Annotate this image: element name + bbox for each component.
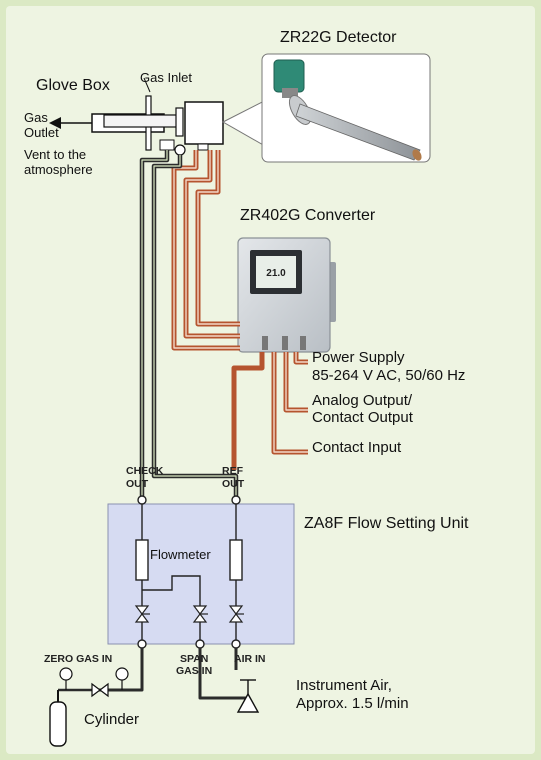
vent-label-1: Vent to the bbox=[24, 147, 86, 162]
gas-outlet-label-2: Outlet bbox=[24, 125, 59, 140]
zero-gas-port bbox=[137, 639, 147, 649]
detector-check-valve bbox=[174, 144, 186, 156]
instrument-air-label-1: Instrument Air, bbox=[296, 677, 392, 694]
cylinder-regulator bbox=[57, 667, 129, 702]
detector-flange bbox=[175, 107, 184, 137]
check-out-port bbox=[137, 495, 147, 505]
ref-out-port bbox=[231, 495, 241, 505]
span-gas-in-label-2: GAS IN bbox=[176, 665, 212, 677]
power-supply-label-1: Power Supply bbox=[312, 349, 405, 366]
detector-label: ZR22G Detector bbox=[280, 29, 397, 46]
gas-inlet-pointer bbox=[143, 77, 151, 93]
detector-terminal-box bbox=[184, 101, 224, 145]
regulator-valve bbox=[91, 682, 109, 698]
pressure-gauge-2 bbox=[115, 667, 129, 681]
air-in-port bbox=[231, 639, 241, 649]
converter-label: ZR402G Converter bbox=[240, 207, 376, 224]
needle-valves bbox=[134, 605, 244, 623]
detector-photo-callout bbox=[221, 53, 431, 163]
gas-cylinder bbox=[49, 701, 67, 747]
power-supply-label-2: 85-264 V AC, 50/60 Hz bbox=[312, 367, 465, 384]
cylinder-label: Cylinder bbox=[84, 711, 139, 728]
ref-out-label-2: OUT bbox=[222, 478, 245, 490]
check-out-label-1: CHECK bbox=[126, 465, 164, 477]
gas-inlet-label: Gas Inlet bbox=[140, 70, 192, 85]
air-filter-regulator bbox=[236, 679, 260, 713]
air-in-label: AIR IN bbox=[234, 653, 266, 665]
needle-valve-check bbox=[134, 605, 150, 623]
pressure-gauge-1 bbox=[59, 667, 73, 681]
detector-head bbox=[103, 101, 224, 156]
needle-valve-ref bbox=[228, 605, 244, 623]
span-gas-port bbox=[195, 639, 205, 649]
signal-cable-cores bbox=[173, 150, 308, 453]
flowmeter-check bbox=[135, 539, 149, 581]
gas-outlet-label-1: Gas bbox=[24, 110, 48, 125]
instrument-air-line bbox=[198, 648, 248, 700]
zero-gas-line bbox=[98, 648, 144, 692]
converter-display-screen bbox=[256, 256, 296, 288]
glove-box-label: Glove Box bbox=[36, 77, 110, 94]
detector-cable-gland bbox=[197, 143, 209, 151]
converter-unit: 21.0 bbox=[237, 237, 336, 353]
analog-output-label-2: Contact Output bbox=[312, 409, 414, 426]
flow-setting-unit bbox=[107, 495, 295, 649]
detector-probe-sheath bbox=[103, 114, 181, 128]
span-gas-in-label-1: SPAN bbox=[180, 653, 208, 665]
gas-pipe-cores bbox=[141, 150, 237, 496]
analog-output-label-1: Analog Output/ bbox=[312, 392, 413, 409]
vent-label-2: atmosphere bbox=[24, 162, 93, 177]
check-out-label-2: OUT bbox=[126, 478, 149, 490]
needle-valve-span bbox=[192, 605, 208, 623]
instrument-air-label-2: Approx. 1.5 l/min bbox=[296, 695, 409, 712]
contact-input-label: Contact Input bbox=[312, 439, 402, 456]
ref-out-label-1: REF bbox=[222, 465, 244, 477]
zero-gas-in-label: ZERO GAS IN bbox=[44, 653, 112, 665]
converter-display-value: 21.0 bbox=[266, 268, 286, 279]
flowmeter-label: Flowmeter bbox=[150, 547, 211, 562]
detector-gas-fitting bbox=[159, 139, 175, 151]
flowmeter-ref bbox=[229, 539, 243, 581]
converter-to-detector-cable bbox=[231, 352, 265, 470]
flow-unit-label: ZA8F Flow Setting Unit bbox=[304, 515, 469, 532]
